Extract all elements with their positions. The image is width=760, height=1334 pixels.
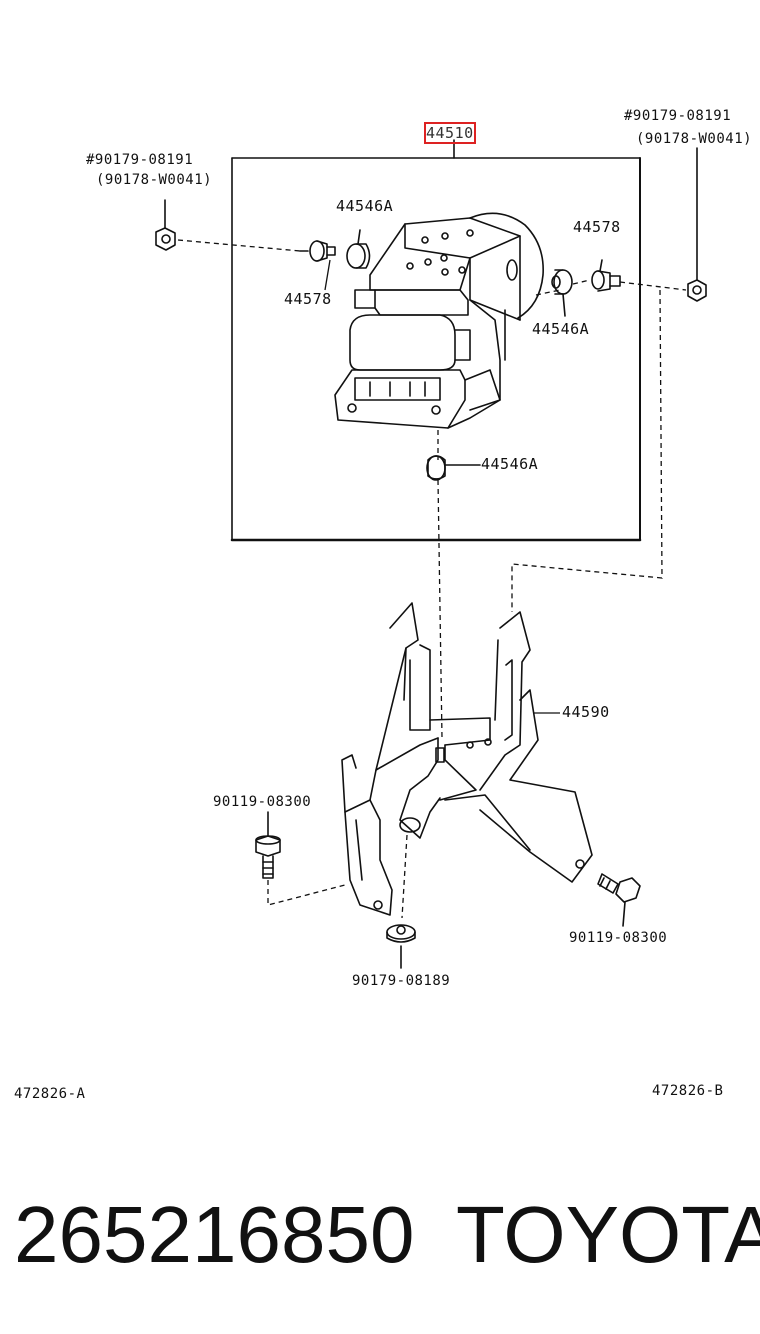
bolt-left: [255, 811, 281, 879]
label-bolt-right: 90119-08300: [569, 930, 668, 946]
label-top-right-bolt: #90179-08191: [624, 108, 732, 124]
brand-name: TOYOTA: [456, 1190, 760, 1279]
label-cushion-upper-left: 44546A: [336, 197, 394, 215]
label-top-left-bolt: #90179-08191: [86, 152, 194, 168]
label-cushion-bottom: 44546A: [481, 455, 539, 473]
assembly-frame: [230, 139, 642, 542]
bracket: [341, 602, 593, 916]
part-number: 265216850: [14, 1190, 415, 1279]
nut-top-right: [687, 147, 707, 302]
label-top-left-bolt-alt: (90178-W0041): [96, 172, 213, 188]
stud-right: [591, 259, 621, 292]
label-assembly: 44510: [424, 122, 476, 144]
label-nut-bottom: 90179-08189: [352, 973, 451, 989]
label-stud-left: 44578: [284, 290, 332, 308]
label-ref-left: 472826-A: [14, 1086, 86, 1102]
nut-top-left: [155, 199, 176, 251]
nut-bottom: [386, 924, 416, 969]
label-cushion-right: 44546A: [532, 320, 590, 338]
bolt-right: [597, 873, 641, 927]
label-top-right-bolt-alt: (90178-W0041): [636, 131, 753, 147]
abs-actuator: [334, 212, 544, 429]
cushion-upper-left: [346, 229, 371, 269]
label-bolt-left: 90119-08300: [213, 794, 312, 810]
label-bracket: 44590: [562, 703, 610, 721]
footer: 265216850 TOYOTA: [0, 1185, 760, 1275]
cushion-right: [551, 269, 573, 317]
label-stud-right: 44578: [573, 218, 621, 236]
stud-left: [299, 240, 336, 262]
cushion-bottom: [426, 455, 481, 481]
label-ref-right: 472826-B: [652, 1083, 724, 1099]
